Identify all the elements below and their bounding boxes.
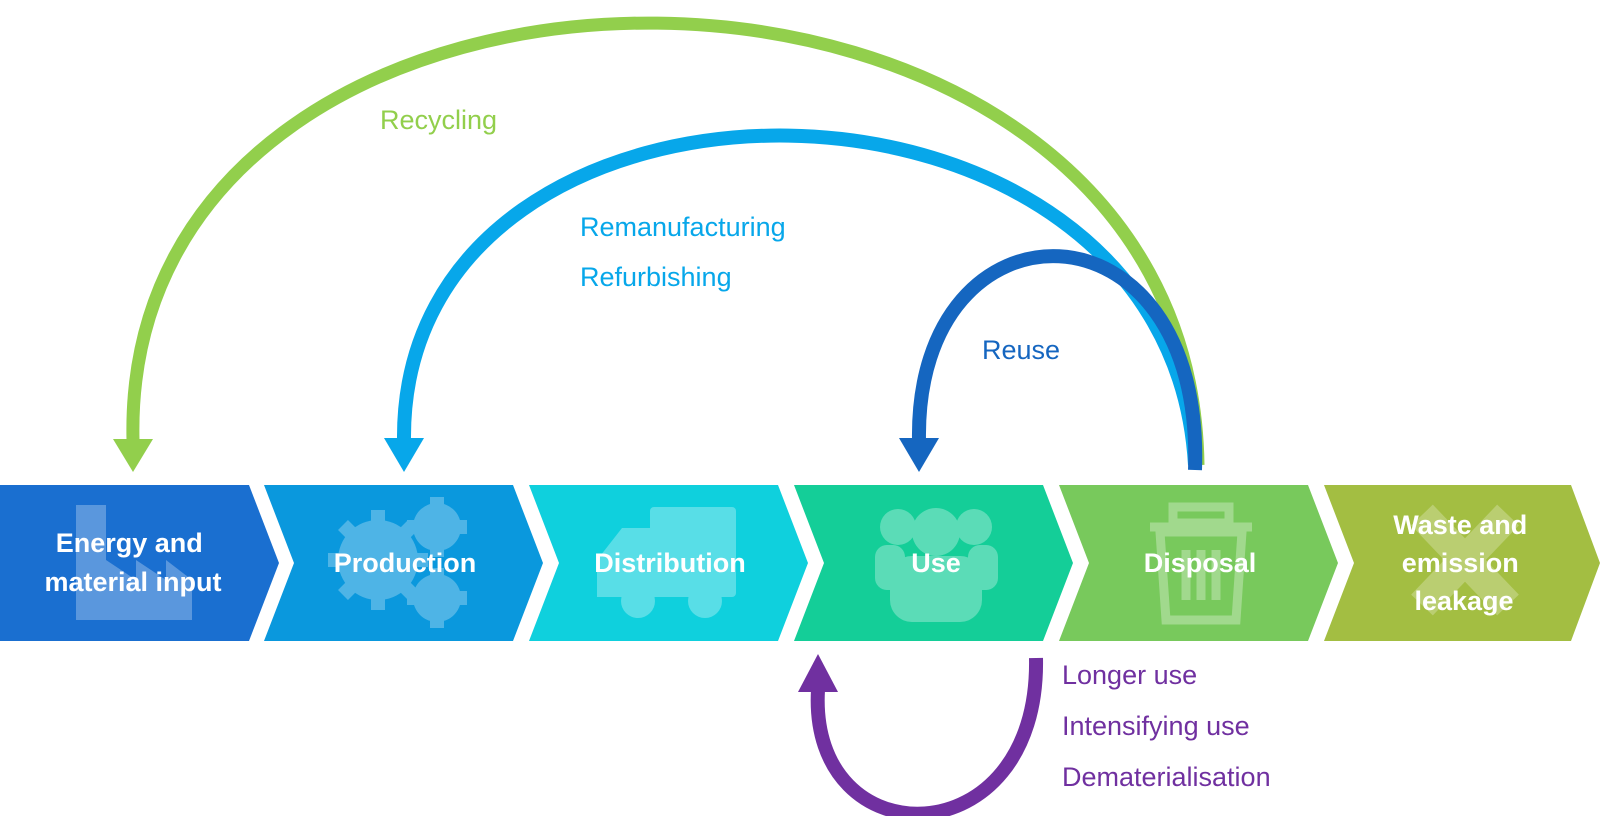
stage-label-line: emission <box>1402 548 1519 578</box>
use-extension-arrow-arc <box>810 657 1044 816</box>
stage-chevron <box>264 485 543 641</box>
stage-label: Distribution <box>594 548 745 578</box>
use-extension-label: Longer use Intensifying use Dematerialis… <box>1062 660 1271 792</box>
stage-waste-emission-leakage: Waste and emission leakage <box>1324 485 1600 641</box>
stage-bar: Energy and material input <box>0 485 1600 641</box>
stage-label-line: Use <box>911 548 961 578</box>
stage-label: Waste and emission leakage <box>1393 510 1535 616</box>
remanufacturing-label: Remanufacturing Refurbishing <box>580 212 793 292</box>
gears-icon <box>328 497 467 628</box>
stage-label-line: Energy and <box>56 528 203 558</box>
stage-energy-material-input: Energy and material input <box>0 485 279 641</box>
people-icon <box>875 508 998 622</box>
stage-chevron <box>0 485 279 641</box>
stage-label: Use <box>911 548 961 578</box>
reuse-label: Reuse <box>982 335 1060 365</box>
stage-distribution: Distribution <box>529 485 808 641</box>
recycling-label: Recycling <box>380 105 497 135</box>
reuse-arrow-arc <box>911 249 1203 471</box>
stage-label: Disposal <box>1144 548 1257 578</box>
remanufacturing-arrowhead <box>384 438 424 472</box>
stage-disposal: Disposal <box>1059 485 1338 641</box>
stage-use: Use <box>794 485 1073 641</box>
loop-label-line: Intensifying use <box>1062 711 1250 741</box>
use-extension-loop <box>798 654 1044 816</box>
recycling-loop <box>113 16 1205 472</box>
stage-label-line: Production <box>334 548 477 578</box>
loop-label-line: Longer use <box>1062 660 1197 690</box>
stage-chevron <box>529 485 808 641</box>
loop-label-line: Refurbishing <box>580 262 732 292</box>
stage-label: Production <box>334 548 477 578</box>
stage-label: Energy and material input <box>44 528 221 597</box>
stage-chevron <box>794 485 1073 641</box>
trash-can-icon <box>1150 502 1252 625</box>
stage-label-line: Disposal <box>1144 548 1257 578</box>
loop-label-line: Reuse <box>982 335 1060 365</box>
loop-label-line: Recycling <box>380 105 497 135</box>
loop-label-line: Remanufacturing <box>580 212 786 242</box>
cross-icon <box>1411 504 1519 616</box>
truck-icon <box>597 507 736 618</box>
reuse-arrowhead <box>899 438 939 472</box>
recycling-arrow-arc <box>126 16 1205 466</box>
stage-chevron <box>1324 485 1600 641</box>
stage-label-line: Distribution <box>594 548 745 578</box>
stage-label-line: leakage <box>1414 586 1513 616</box>
reuse-loop <box>899 249 1203 472</box>
use-extension-arrowhead <box>798 654 838 692</box>
factory-icon <box>76 505 192 620</box>
remanufacturing-loop <box>384 128 1202 472</box>
recycling-arrowhead <box>113 439 153 472</box>
stage-label-line: material input <box>44 567 221 597</box>
stage-production: Production <box>264 485 543 641</box>
stage-chevron <box>1059 485 1338 641</box>
stage-label-line: Waste and <box>1393 510 1527 540</box>
loop-label-line: Dematerialisation <box>1062 762 1271 792</box>
